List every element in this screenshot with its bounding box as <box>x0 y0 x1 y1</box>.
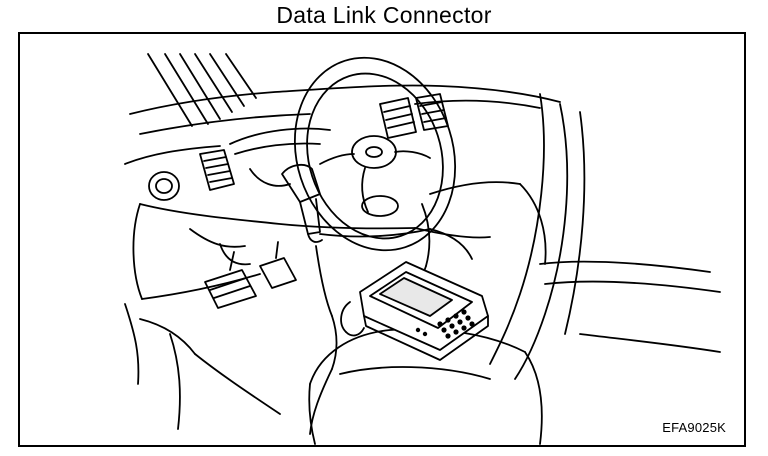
scan-tool <box>340 261 489 361</box>
left-slotted-vent <box>199 149 235 191</box>
dashboard-outline <box>124 84 561 300</box>
steering-wheel <box>293 56 457 252</box>
figure-title: Data Link Connector <box>276 2 492 28</box>
floor-and-sill <box>124 303 281 430</box>
illustration-frame: EFA9025K <box>18 32 746 447</box>
windshield-hatching <box>147 53 257 127</box>
left-round-vent <box>148 171 180 201</box>
dashboard-scan-tool-illustration <box>124 53 721 445</box>
figure-code: EFA9025K <box>662 420 726 435</box>
center-console <box>308 328 543 445</box>
lower-dash-panel <box>189 228 473 266</box>
pedals <box>204 241 297 309</box>
instrument-cluster <box>229 127 331 187</box>
right-door <box>489 93 721 380</box>
steering-column <box>281 163 323 243</box>
center-vents <box>379 93 449 139</box>
